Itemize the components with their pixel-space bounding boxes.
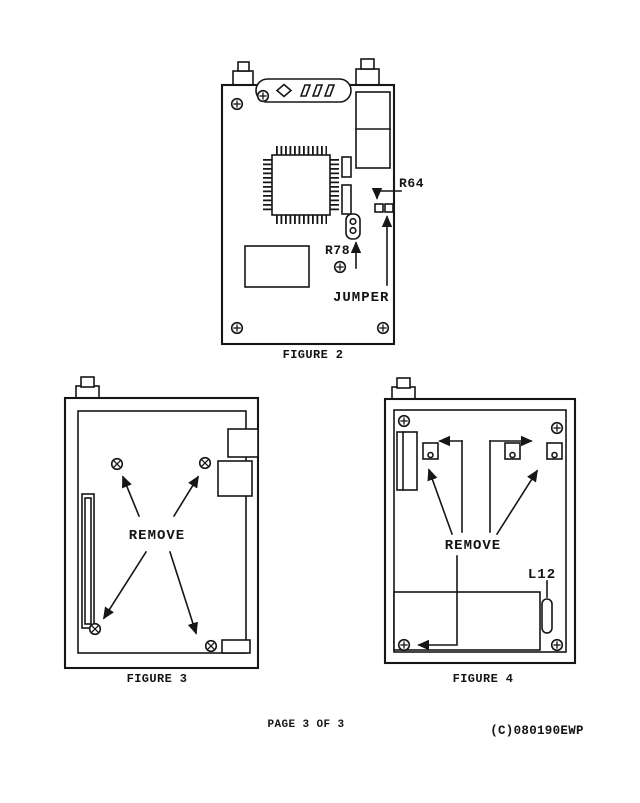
jumper-pad	[384, 203, 394, 213]
remove-arrow	[172, 475, 200, 518]
figure-3-diagram: REMOVE	[63, 376, 260, 670]
screw-icon	[198, 456, 212, 470]
antenna-connector-tip	[360, 58, 375, 70]
remove-arrow	[121, 475, 141, 518]
slant-slot	[323, 84, 336, 97]
screw-icon	[397, 638, 411, 652]
ic-chip-body	[271, 154, 331, 216]
label-r64: R64	[399, 176, 424, 191]
antenna-connector-tip	[237, 61, 250, 72]
screw-icon	[550, 638, 564, 652]
remove-arrow	[168, 550, 198, 635]
screw-icon	[397, 414, 411, 428]
corner-component	[221, 639, 251, 654]
remove-arrow	[417, 555, 458, 651]
figure-2-caption: FIGURE 2	[283, 348, 344, 362]
mount-tab	[504, 442, 521, 460]
figure-3-caption: FIGURE 3	[127, 672, 188, 686]
remove-arrow	[495, 469, 539, 536]
side-module	[227, 428, 259, 458]
module-block	[355, 91, 391, 169]
shield-can	[244, 245, 310, 288]
screw-icon	[110, 457, 124, 471]
antenna-connector	[232, 70, 254, 87]
r64-leader-arrow	[371, 187, 402, 200]
screw-icon	[88, 622, 102, 636]
crystal-hole	[349, 226, 357, 235]
screw-icon	[204, 639, 218, 653]
edge-connector	[81, 493, 95, 629]
crystal-hole	[349, 217, 357, 226]
connector-tab-tip	[396, 377, 411, 389]
screw-icon	[333, 260, 347, 274]
jumper-pad	[374, 203, 384, 213]
l12-coil	[541, 598, 553, 634]
left-connector	[396, 431, 418, 491]
screw-icon	[256, 89, 270, 103]
mount-tab-hole	[427, 451, 434, 459]
mount-tab-body	[504, 442, 521, 460]
mount-tab	[546, 442, 563, 460]
mount-tab-body	[546, 442, 563, 460]
board-inner-outline	[393, 409, 567, 653]
board-inner-outline	[77, 410, 247, 654]
screw-icon	[376, 321, 390, 335]
smd-component	[341, 184, 352, 215]
board-outline	[63, 396, 260, 670]
smd-component	[341, 156, 352, 178]
label-remove: REMOVE	[129, 528, 185, 544]
mount-tab-hole	[509, 451, 516, 459]
connector-tab-tip	[80, 376, 95, 388]
edge-connector-inner	[84, 497, 92, 625]
page-number: PAGE 3 OF 3	[267, 719, 344, 731]
slant-slot	[299, 84, 312, 97]
mount-tab	[422, 442, 439, 460]
screw-icon	[550, 421, 564, 435]
side-module	[217, 460, 253, 497]
figure-4-diagram: REMOVE L12	[383, 377, 577, 665]
screw-icon	[230, 97, 244, 111]
slant-slot	[311, 84, 324, 97]
label-remove: REMOVE	[445, 538, 501, 554]
battery-compartment	[393, 591, 541, 651]
remove-arrow	[427, 468, 454, 536]
antenna-connector	[355, 68, 380, 87]
diamond-slot	[275, 83, 293, 98]
remove-arrow	[102, 550, 148, 620]
figure-2-diagram: R64 R78 JUMPER	[220, 58, 424, 346]
figure-4-caption: FIGURE 4	[453, 672, 514, 686]
mount-tab-body	[422, 442, 439, 460]
crystal-component	[345, 213, 361, 240]
label-l12: L12	[528, 567, 556, 583]
label-jumper: JUMPER	[333, 290, 389, 306]
screw-icon	[230, 321, 244, 335]
copyright-code: (C)080190EWP	[490, 724, 584, 738]
label-r78: R78	[325, 243, 350, 258]
mount-tab-hole	[551, 451, 558, 459]
